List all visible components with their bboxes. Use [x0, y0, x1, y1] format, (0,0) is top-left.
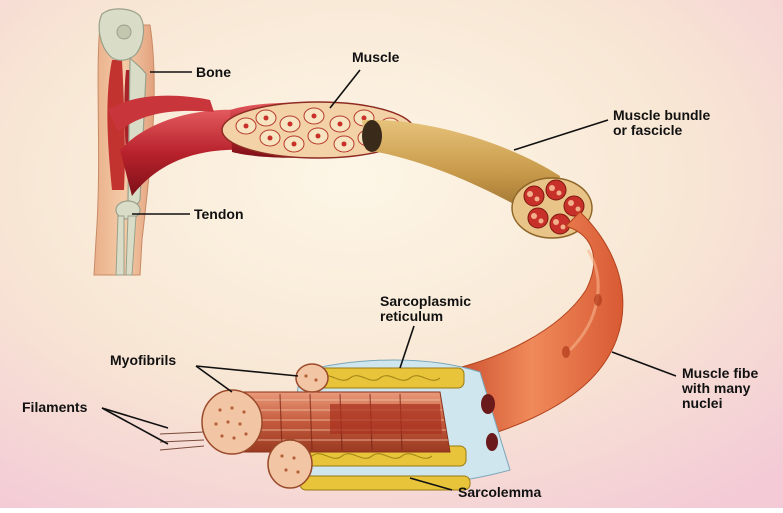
label-muscle-fiber-line3: nuclei — [682, 396, 722, 411]
label-filaments: Filaments — [22, 400, 87, 415]
label-muscle-fiber-line2: with many — [682, 381, 750, 396]
label-muscle-bundle-line2: or fascicle — [613, 123, 682, 138]
label-sarcolemma: Sarcolemma — [458, 485, 541, 500]
label-bone: Bone — [196, 65, 231, 80]
label-tendon: Tendon — [194, 207, 244, 222]
label-myofibrils: Myofibrils — [110, 353, 176, 368]
label-muscle: Muscle — [352, 50, 399, 65]
label-muscle-fiber-line1: Muscle fibe — [682, 366, 758, 381]
label-muscle-bundle-line1: Muscle bundle — [613, 108, 710, 123]
label-sarcoplasmic-line2: reticulum — [380, 309, 443, 324]
label-sarcoplasmic-line1: Sarcoplasmic — [380, 294, 471, 309]
